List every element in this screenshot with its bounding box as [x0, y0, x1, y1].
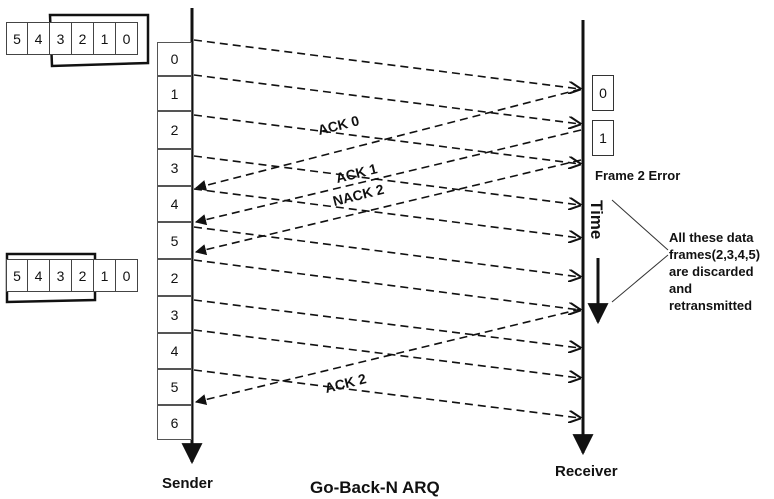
- ack-1-arrow: [194, 129, 582, 226]
- window-cell: 0: [116, 22, 138, 55]
- sender-frame: 4: [157, 333, 192, 369]
- sender-frame: 6: [157, 405, 192, 440]
- window-cell: 1: [94, 259, 116, 292]
- window-cell: 2: [72, 22, 94, 55]
- sender-frame: 2: [157, 259, 192, 296]
- note-line: and: [669, 281, 693, 296]
- discard-note: All these data frames(2,3,4,5) are disca…: [669, 229, 760, 314]
- sender-window-top: 5 4 3 2 1 0: [6, 22, 138, 55]
- note-pointer-top: [611, 199, 669, 251]
- note-line: frames(2,3,4,5): [669, 247, 761, 262]
- window-cell: 5: [6, 22, 28, 55]
- time-label: Time: [587, 200, 606, 240]
- sender-frame: 3: [157, 149, 192, 186]
- receiver-frame: 0: [592, 75, 614, 111]
- window-cell: 1: [94, 22, 116, 55]
- frame-arrow-5-retx: [193, 369, 580, 418]
- frame-arrow-2-retx: [193, 259, 580, 310]
- diagram-title: Go-Back-N ARQ: [310, 478, 440, 497]
- sender-frame: 5: [157, 222, 192, 259]
- window-cell: 3: [50, 22, 72, 55]
- frame-arrow-4-retx: [193, 329, 580, 378]
- sender-frame: 5: [157, 369, 192, 405]
- note-line: are discarded: [669, 264, 754, 279]
- window-cell: 4: [28, 259, 50, 292]
- window-cell: 0: [116, 259, 138, 292]
- note-pointer-bottom: [611, 254, 669, 303]
- window-cell: 3: [50, 259, 72, 292]
- ack-2-arrow: [194, 308, 582, 406]
- frame-arrow-5: [193, 226, 580, 277]
- window-cell: 5: [6, 259, 28, 292]
- frame-arrow-3-retx: [193, 299, 580, 348]
- receiver-frame: 1: [592, 120, 614, 156]
- sender-frame: 1: [157, 76, 192, 111]
- frame-error-label: Frame 2 Error: [595, 168, 681, 183]
- ack-0-arrow: [194, 88, 582, 191]
- receiver-label: Receiver: [555, 463, 618, 480]
- sender-window-bottom: 5 4 3 2 1 0: [6, 259, 138, 292]
- note-line: All these data: [669, 230, 754, 245]
- sender-label: Sender: [162, 475, 213, 492]
- window-cell: 2: [72, 259, 94, 292]
- frame-arrow-3: [193, 155, 580, 205]
- nack-2-arrow: [194, 159, 582, 256]
- note-line: retransmitted: [669, 298, 753, 313]
- sender-frame: 3: [157, 296, 192, 333]
- frame-arrow-4: [193, 188, 580, 238]
- sender-frame: 2: [157, 111, 192, 149]
- sender-frame: 0: [157, 42, 192, 76]
- window-cell: 4: [28, 22, 50, 55]
- sender-frame: 4: [157, 186, 192, 222]
